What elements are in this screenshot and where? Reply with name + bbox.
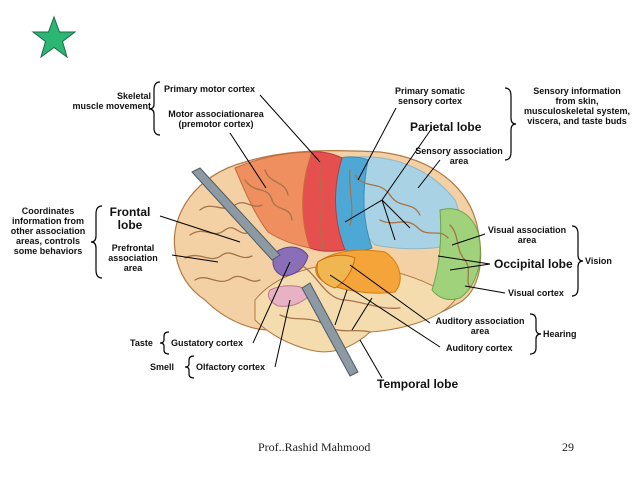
brackets — [90, 81, 584, 379]
label-temporal-lobe: Temporal lobe — [377, 377, 459, 391]
label-occipital-lobe: Occipital lobe — [494, 257, 573, 271]
label-parietal-lobe: Parietal lobe — [410, 120, 482, 134]
primary-auditory-cortex — [316, 254, 356, 289]
label-motor-association-area: Motor associationarea(premotor cortex) — [168, 109, 264, 129]
footer-author: Prof..Rashid Mahmood — [258, 440, 371, 454]
label-smell: Smell — [150, 362, 175, 372]
premotor-area — [234, 151, 313, 249]
page-number: 29 — [562, 440, 574, 454]
label-primary-motor-cortex: Primary motor cortex — [164, 84, 256, 94]
label-vision: Vision — [585, 256, 612, 266]
label-auditory-cortex: Auditory cortex — [446, 343, 513, 353]
olfactory-cortex-area — [267, 285, 313, 307]
star-icon — [31, 15, 77, 59]
label-hearing: Hearing — [543, 329, 577, 339]
gustatory-cortex-area — [272, 246, 309, 277]
label-gustatory-cortex: Gustatory cortex — [171, 338, 244, 348]
label-visual-cortex: Visual cortex — [508, 288, 564, 298]
label-taste: Taste — [130, 338, 153, 348]
probes — [191, 167, 359, 377]
label-olfactory-cortex: Olfactory cortex — [196, 362, 266, 372]
leader-lines — [159, 94, 506, 379]
